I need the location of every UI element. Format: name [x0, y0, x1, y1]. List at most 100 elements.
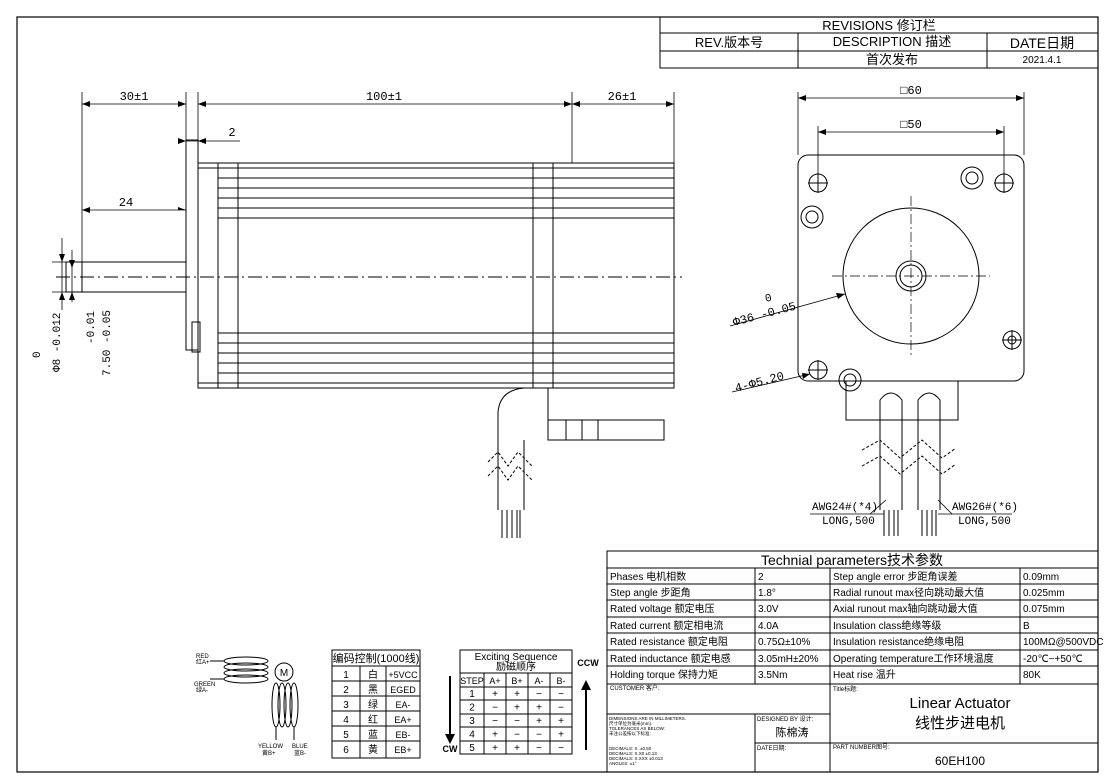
encoder-signal: EA+ — [394, 715, 411, 725]
param-label: Radial runout max径向跳动最大值 — [833, 586, 984, 599]
param-value: B — [1023, 621, 1030, 632]
encoder-wire-color: 绿 — [368, 698, 378, 711]
sequence-cell: + — [558, 730, 564, 741]
param-value: 1.8° — [758, 588, 776, 599]
params-title: Technial parameters技术参数 — [761, 552, 943, 568]
encoder-wire-color: 黑 — [368, 684, 378, 696]
title-en: Linear Actuator — [910, 695, 1011, 712]
sequence-cell: − — [492, 703, 498, 714]
sequence-cell: − — [558, 743, 564, 754]
sequence-title-cn: 励磁顺序 — [496, 660, 536, 673]
dim-arrows-front — [798, 95, 1024, 379]
encoder-signal: EA- — [395, 700, 410, 710]
wire-green: GREEN — [194, 682, 215, 688]
wire-red: RED — [196, 654, 209, 660]
dim-holes: 4-Φ5.20 — [733, 369, 785, 396]
dim-pilot: Φ36 -0.05 — [731, 300, 797, 330]
front-view — [729, 92, 1025, 536]
revisions-row-desc: 首次发布 — [866, 52, 918, 67]
dec-3: DECIMALS: X.XXX ±0.013 — [609, 756, 663, 761]
param-value: 3.05mH±20% — [758, 654, 819, 665]
dec-1: DECIMALS: X. ±0.50 — [609, 746, 652, 751]
wire-yellow: YELLOW — [258, 744, 283, 750]
sequence-cell: 4 — [469, 730, 475, 741]
sequence-cell: + — [536, 703, 542, 714]
param-label: Axial runout max轴向跳动最大值 — [833, 602, 977, 615]
param-value: 80K — [1023, 670, 1041, 681]
awg24-label: AWG24#(*4) — [812, 502, 878, 514]
sequence-cell: + — [514, 743, 520, 754]
customer-label: CUSTOMER 客户: — [610, 684, 660, 692]
param-value: 0.075mm — [1023, 604, 1065, 615]
sequence-cell: + — [536, 716, 542, 727]
sequence-cell: 3 — [469, 716, 475, 727]
param-value: -20℃~+50℃ — [1023, 654, 1083, 665]
encoder-signal: EB- — [395, 730, 410, 740]
motor-symbol-label: M — [280, 668, 288, 679]
encoder-title: 编码控制(1000线) — [333, 651, 420, 665]
part-number: 60EH100 — [935, 754, 985, 768]
sequence-cell: + — [514, 689, 520, 700]
dim-flat: 7.50 -0.05 — [102, 310, 114, 376]
motor-symbol — [274, 662, 294, 682]
dim-60: □60 — [900, 84, 922, 98]
dims-note-3: TOLERANCES AS BELOW: — [609, 726, 665, 731]
param-label: Phases 电机相数 — [610, 570, 686, 583]
tol-pilot: 0 — [764, 293, 773, 306]
part-label: PART NUMBER图号: — [833, 744, 890, 751]
side-view — [52, 92, 682, 538]
param-label: Heat rise 温升 — [833, 669, 896, 681]
sequence-cell: + — [558, 716, 564, 727]
sequence-cell: + — [492, 689, 498, 700]
encoder-signal: EB+ — [394, 745, 411, 755]
dim-30: 30±1 — [120, 90, 149, 104]
wire-yellow-cn: 黄B+ — [262, 749, 276, 757]
sequence-cell: − — [536, 743, 542, 754]
sequence-cell: − — [514, 716, 520, 727]
param-label: Insulation resistance绝缘电阻 — [833, 635, 964, 648]
param-value: 3.5Nm — [758, 670, 787, 681]
encoder-wire-color: 蓝 — [368, 729, 378, 741]
wiring-diagram — [210, 656, 299, 740]
sequence-cell: + — [492, 730, 498, 741]
dim-26: 26±1 — [608, 90, 637, 104]
dim-24: 24 — [119, 196, 133, 210]
wire-blue: BLUE — [292, 744, 308, 750]
param-label: Rated resistance 额定电阻 — [610, 635, 728, 648]
sequence-header: STEP — [460, 676, 484, 686]
dims-note-2: 尺寸单位为毫米(mm). — [609, 720, 652, 727]
sequence-header: B- — [557, 676, 566, 686]
dim-2: 2 — [228, 126, 235, 140]
param-label: Rated inductance 额定电感 — [610, 652, 731, 665]
designed-by-label: DESIGNED BY 设计: — [757, 715, 814, 723]
sequence-cell: − — [558, 689, 564, 700]
tol-flat: -0.01 — [86, 311, 98, 344]
encoder-pin: 6 — [343, 745, 349, 756]
title-block — [606, 683, 1099, 773]
revisions-block — [659, 16, 1099, 69]
sequence-title: Exciting Sequence — [475, 652, 558, 663]
wire-red-cn: 红A+ — [196, 658, 210, 666]
param-value: 4.0A — [758, 621, 779, 632]
title-label: Title标题: — [833, 685, 858, 693]
sheet-border — [16, 16, 1099, 773]
param-label: Rated voltage 额定电压 — [610, 602, 715, 615]
sequence-cell: 5 — [469, 743, 475, 754]
sequence-cell: 1 — [469, 689, 475, 700]
ccw-label: CCW — [577, 658, 599, 668]
params-table — [606, 550, 1099, 685]
param-value: 0.75Ω±10% — [758, 637, 811, 648]
sequence-header: A+ — [489, 676, 500, 686]
sequence-cell: − — [536, 689, 542, 700]
encoder-pin: 3 — [343, 700, 349, 711]
param-value: 0.09mm — [1023, 572, 1059, 583]
sequence-cell: − — [558, 703, 564, 714]
param-label: Insulation class绝缘等级 — [833, 619, 941, 632]
sequence-cell: − — [514, 730, 520, 741]
dec-2: DECIMALS: X.X0 ±0.13 — [609, 751, 657, 756]
revisions-title: REVISIONS 修订栏 — [822, 18, 935, 33]
encoder-signal: EGED — [390, 685, 416, 695]
